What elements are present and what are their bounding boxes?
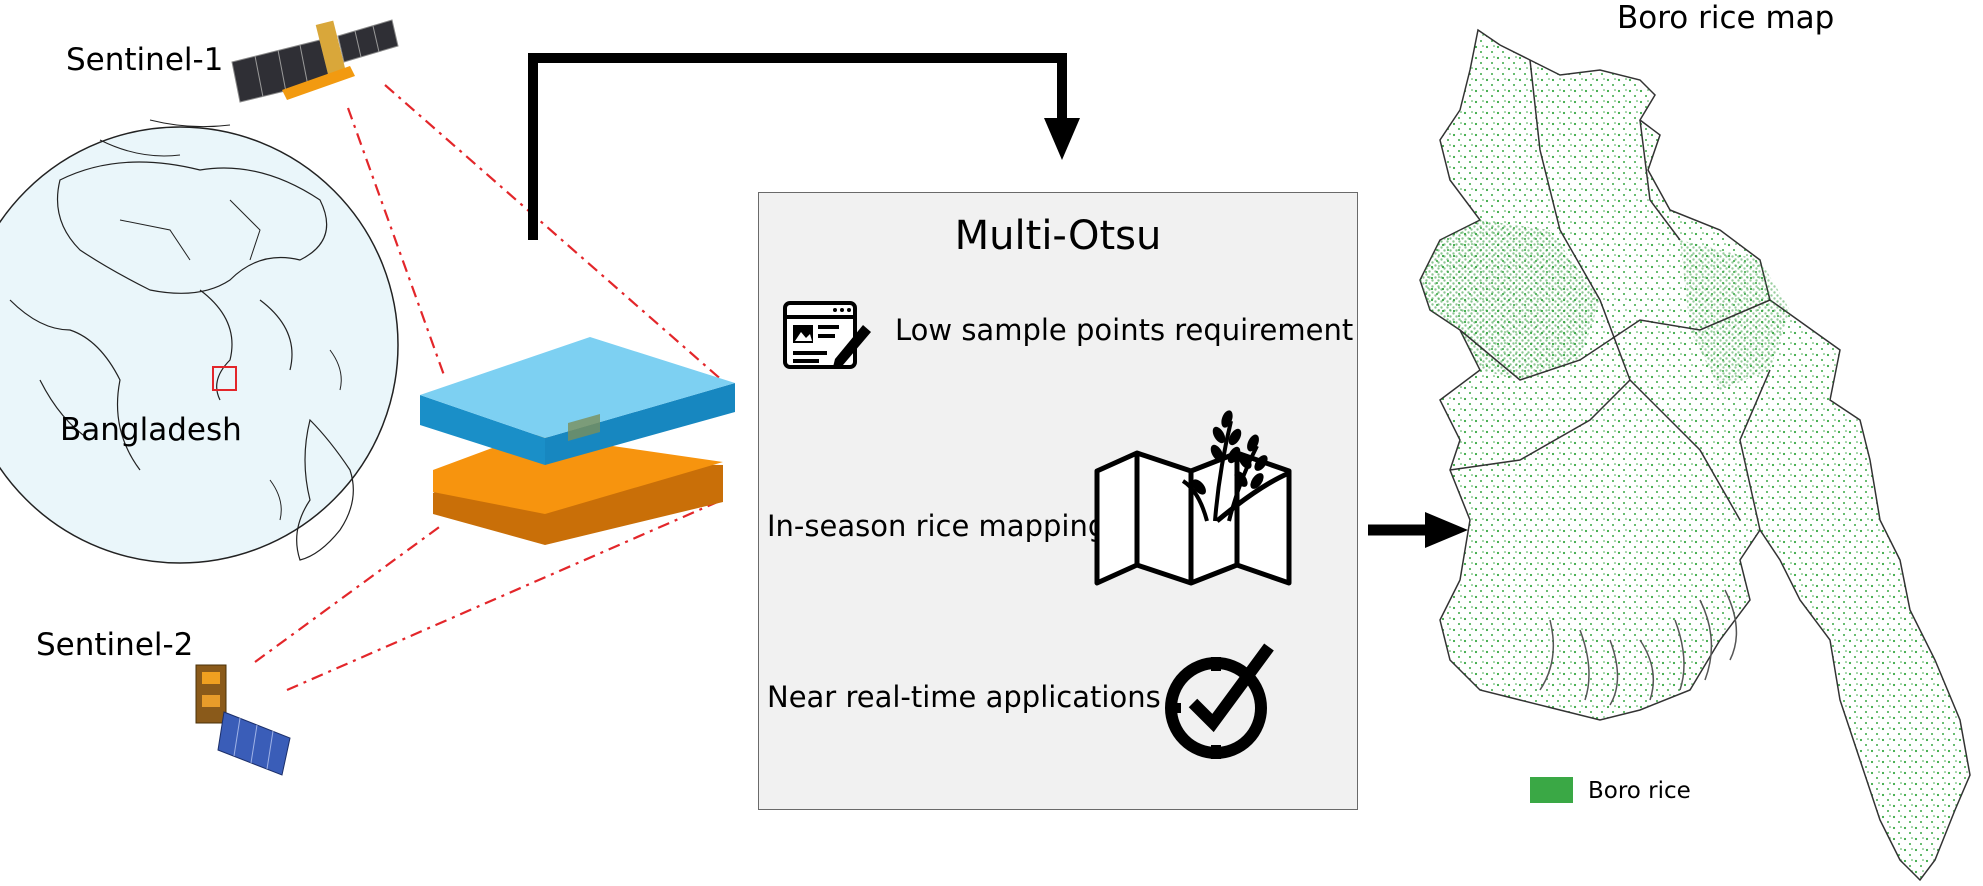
multi-otsu-panel: Multi-Otsu Low sample points requirement… — [758, 192, 1358, 810]
projection-lines — [254, 84, 725, 692]
flow-arrow-top — [528, 53, 1080, 240]
legend-swatch-boro-rice — [1530, 777, 1573, 803]
document-edit-icon — [783, 301, 875, 375]
globe — [0, 119, 399, 564]
map-rice-icon — [1089, 401, 1304, 595]
bangladesh-label: Bangladesh — [60, 412, 242, 448]
boro-rice-map — [1419, 28, 1971, 882]
feature-near-real-time: Near real-time applications — [767, 680, 1161, 714]
sentinel1-label: Sentinel-1 — [66, 42, 224, 78]
sentinel2-label: Sentinel-2 — [36, 627, 194, 663]
feature-in-season: In-season rice mapping — [767, 509, 1107, 543]
panel-title: Multi-Otsu — [954, 213, 1162, 259]
sentinel1-satellite-icon — [231, 19, 399, 103]
sentinel2-satellite-icon — [195, 664, 291, 776]
clock-check-icon — [1161, 633, 1281, 777]
bangladesh-marker — [212, 366, 237, 391]
image-layers — [420, 337, 735, 545]
flow-arrow-right — [1368, 512, 1468, 548]
legend-label: Boro rice — [1588, 778, 1691, 804]
feature-low-samples: Low sample points requirement — [895, 313, 1354, 347]
map-title: Boro rice map — [1617, 0, 1835, 36]
